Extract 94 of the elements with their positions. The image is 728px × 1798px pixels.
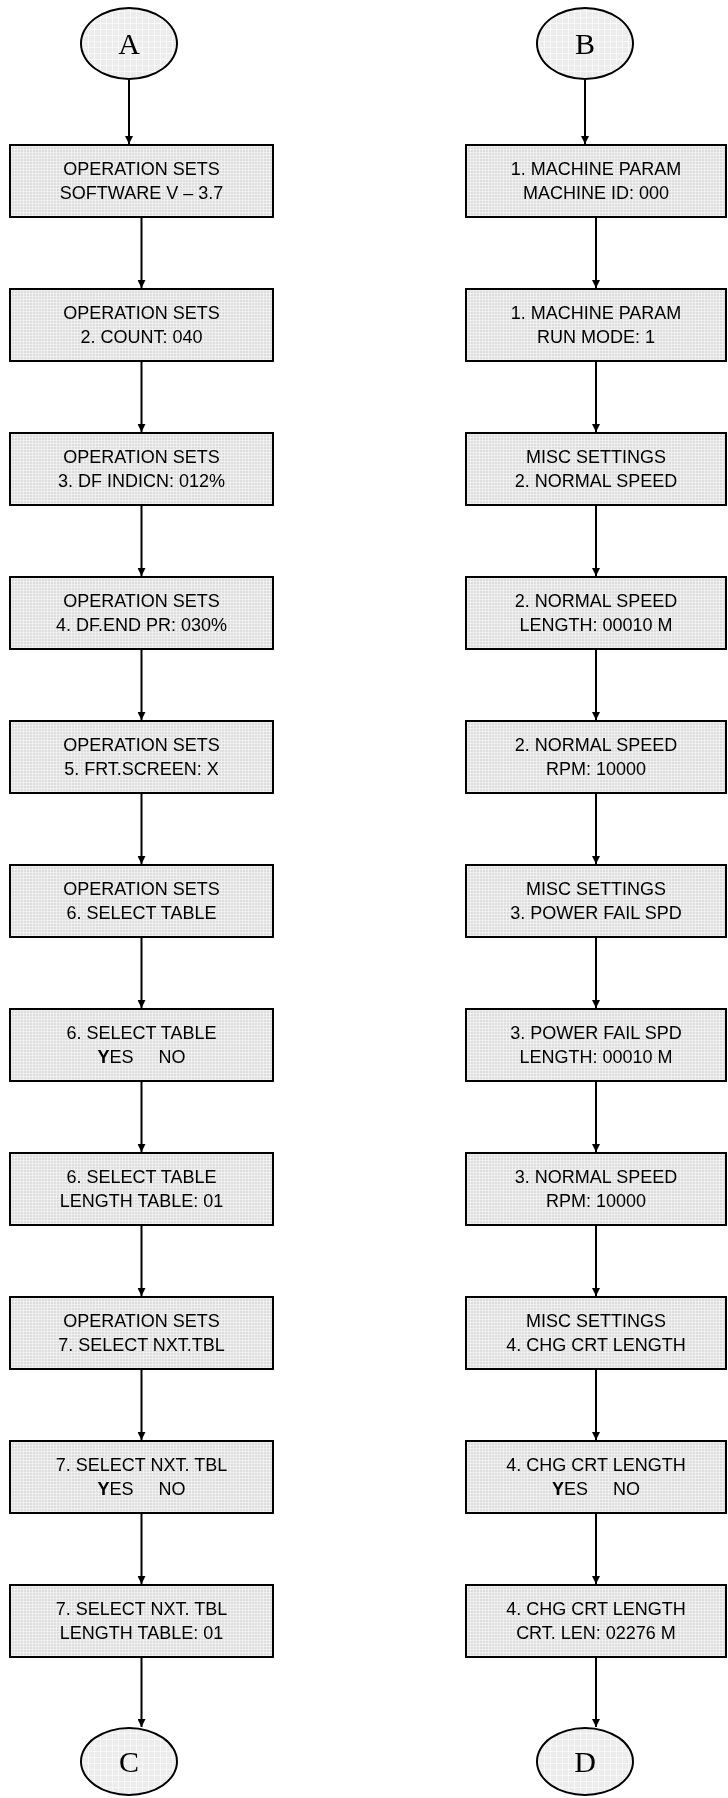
screen-box — [9, 144, 274, 218]
screen-box — [9, 1440, 274, 1514]
arrow — [592, 1081, 600, 1153]
screen-text: 2. NORMAL SPEED — [514, 470, 678, 493]
arrow — [137, 505, 146, 577]
screen-text: 3. NORMAL SPEED — [514, 1166, 678, 1189]
screen-box — [465, 288, 727, 362]
arrow — [137, 1369, 146, 1441]
screen-text: 1. MACHINE PARAM — [510, 302, 682, 325]
screen-box — [465, 1440, 727, 1514]
screen-box — [9, 1008, 274, 1082]
screen-box — [9, 288, 274, 362]
screen-text: OPERATION SETS — [63, 590, 220, 613]
screen-text: RPM: 10000 — [545, 758, 647, 781]
screen-text: 3. DF INDICN: 012% — [57, 470, 225, 493]
arrow — [125, 79, 133, 145]
arrow — [592, 1369, 600, 1441]
screen-text: MISC SETTINGS — [526, 1310, 666, 1333]
arrow — [137, 1657, 146, 1728]
connector-letter: D — [574, 1744, 596, 1779]
arrow — [592, 505, 600, 577]
screen-text: 4. CHG CRT LENGTH — [506, 1454, 686, 1477]
arrow — [137, 361, 146, 433]
screen-text: 2. NORMAL SPEED — [514, 734, 678, 757]
screen-text: 7. SELECT NXT. TBL — [55, 1598, 228, 1621]
arrow — [137, 649, 146, 721]
screen-text: RUN MODE: 1 — [537, 326, 655, 349]
screen-text: 2. NORMAL SPEED — [514, 590, 678, 613]
screen-text: YES NO — [97, 1478, 186, 1501]
screen-box — [9, 576, 274, 650]
screen-text: 6. SELECT TABLE — [66, 1166, 217, 1189]
screen-text: 4. CHG CRT LENGTH — [506, 1334, 686, 1357]
screen-text: LENGTH: 00010 M — [519, 1046, 673, 1069]
screen-box — [9, 1296, 274, 1370]
screen-text: OPERATION SETS — [63, 734, 220, 757]
arrow — [592, 217, 600, 289]
screen-box — [465, 576, 727, 650]
screen-box — [9, 720, 274, 794]
connector-letter: B — [575, 26, 595, 61]
arrow — [137, 1513, 146, 1585]
screen-text: 7. SELECT NXT.TBL — [58, 1334, 225, 1357]
screen-text: 6. SELECT TABLE — [66, 1022, 217, 1045]
arrow — [592, 1513, 600, 1585]
arrow — [592, 649, 600, 721]
screen-text: YES NO — [97, 1046, 186, 1069]
screen-box — [465, 1296, 727, 1370]
screen-text: 6. SELECT TABLE — [66, 902, 217, 925]
connector-letter: C — [119, 1744, 139, 1779]
arrow — [137, 937, 146, 1009]
screen-text: MISC SETTINGS — [526, 446, 666, 469]
screen-text: OPERATION SETS — [63, 158, 220, 181]
screen-text: OPERATION SETS — [63, 1310, 220, 1333]
screen-box — [465, 864, 727, 938]
screen-box — [465, 144, 727, 218]
screen-text: 3. POWER FAIL SPD — [510, 902, 682, 925]
arrow — [592, 361, 600, 433]
screen-text: CRT. LEN: 02276 M — [516, 1622, 676, 1645]
arrow — [137, 793, 146, 865]
arrow — [592, 793, 600, 865]
screen-text: 7. SELECT NXT. TBL — [55, 1454, 228, 1477]
screen-text: OPERATION SETS — [63, 878, 220, 901]
arrow — [137, 1081, 146, 1153]
screen-box — [9, 864, 274, 938]
screen-text: 4. CHG CRT LENGTH — [506, 1598, 686, 1621]
screen-text: OPERATION SETS — [63, 302, 220, 325]
arrow — [137, 1225, 146, 1297]
screen-text: MACHINE ID: 000 — [522, 182, 669, 205]
arrow — [581, 79, 589, 145]
screen-text: 1. MACHINE PARAM — [510, 158, 682, 181]
screen-text: LENGTH: 00010 M — [519, 614, 673, 637]
connector-letter: A — [118, 26, 140, 61]
screen-text: YES NO — [551, 1478, 640, 1501]
screen-box — [465, 1008, 727, 1082]
screen-text: MISC SETTINGS — [526, 878, 666, 901]
screen-text: 3. POWER FAIL SPD — [510, 1022, 682, 1045]
screen-text: SOFTWARE V – 3.7 — [59, 182, 224, 205]
screen-box — [9, 432, 274, 506]
screen-text: 5. FRT.SCREEN: X — [64, 758, 219, 781]
screen-box — [9, 1152, 274, 1226]
arrow — [592, 937, 600, 1009]
screen-text: 2. COUNT: 040 — [80, 326, 203, 349]
screen-text: LENGTH TABLE: 01 — [59, 1190, 224, 1213]
arrow — [592, 1657, 600, 1728]
screen-box — [465, 720, 727, 794]
screen-text: LENGTH TABLE: 01 — [59, 1622, 224, 1645]
screen-box — [465, 1152, 727, 1226]
screen-box — [9, 1584, 274, 1658]
screen-text: RPM: 10000 — [545, 1190, 647, 1213]
arrow — [592, 1225, 600, 1297]
screen-text: OPERATION SETS — [63, 446, 220, 469]
screen-box — [465, 432, 727, 506]
arrow — [137, 217, 146, 289]
screen-box — [465, 1584, 727, 1658]
screen-text: 4. DF.END PR: 030% — [55, 614, 228, 637]
